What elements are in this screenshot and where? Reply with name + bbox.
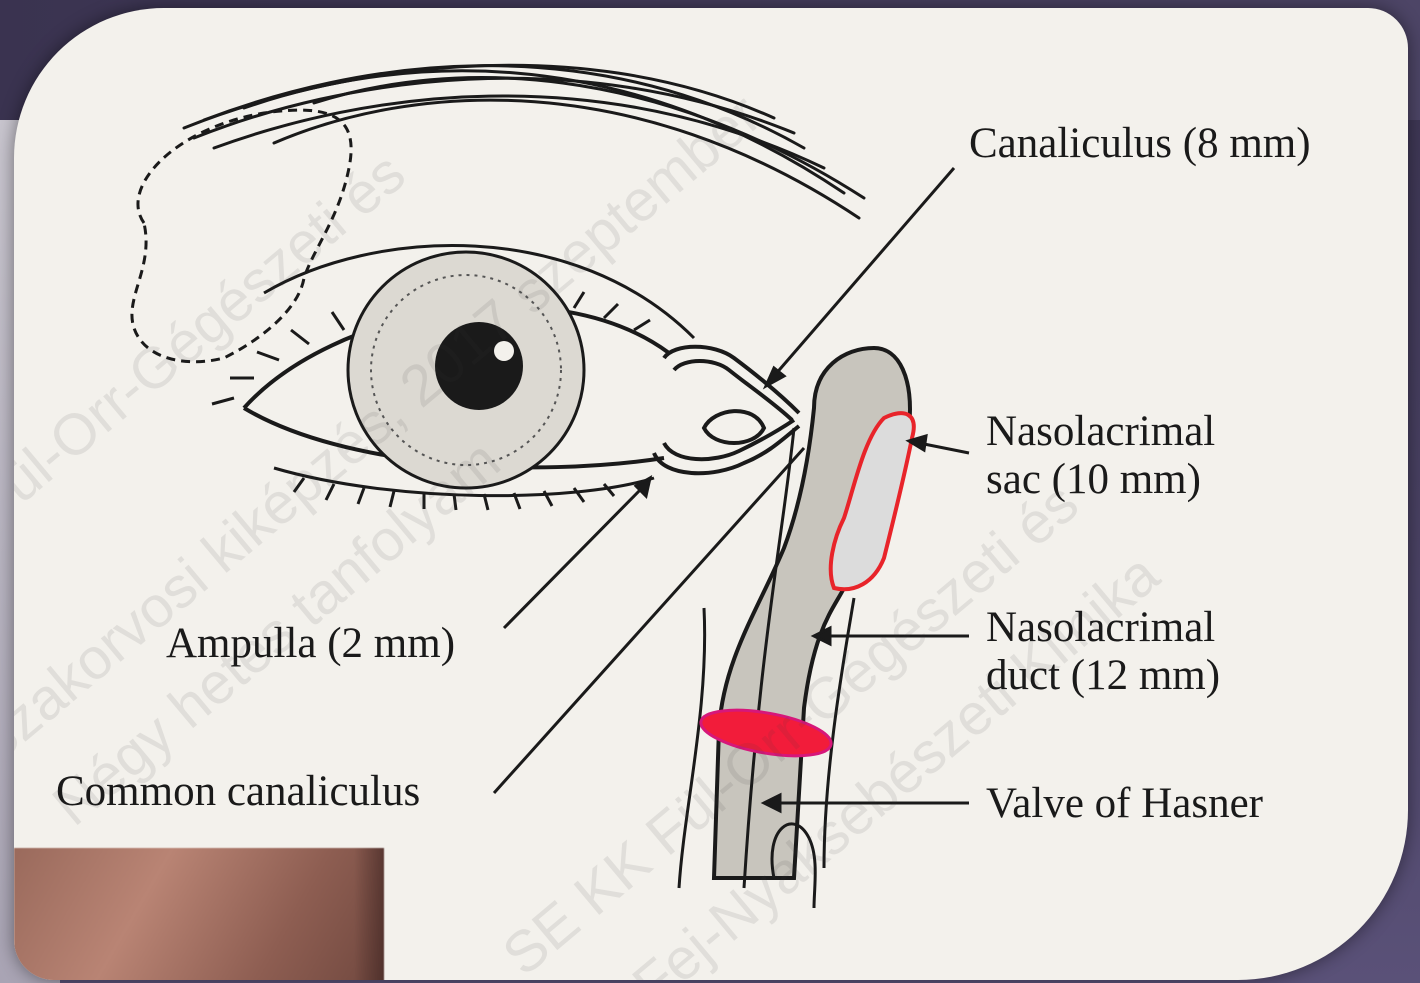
label-valve-of-hasner: Valve of Hasner [986,780,1263,827]
label-nasolacrimal-sac-line1: Nasolacrimal [986,408,1215,455]
diagram-card: Fül-Orr-Gégészeti és Szakorvosi kiképzés… [14,8,1408,980]
label-nasolacrimal-duct-line1: Nasolacrimal [986,604,1215,651]
label-common-canaliculus: Common canaliculus [56,768,420,815]
label-nasolacrimal-sac-line2: sac (10 mm) [986,456,1201,503]
label-nasolacrimal-duct-line2: duct (12 mm) [986,652,1220,699]
inset-photo [14,848,384,980]
canaliculi [654,347,799,473]
label-ampulla: Ampulla (2 mm) [166,620,455,667]
eyebrow [184,65,864,218]
watermark: Fül-Orr-Gégészeti és Szakorvosi kiképzés… [14,82,1172,980]
label-canaliculus: Canaliculus (8 mm) [969,120,1311,167]
